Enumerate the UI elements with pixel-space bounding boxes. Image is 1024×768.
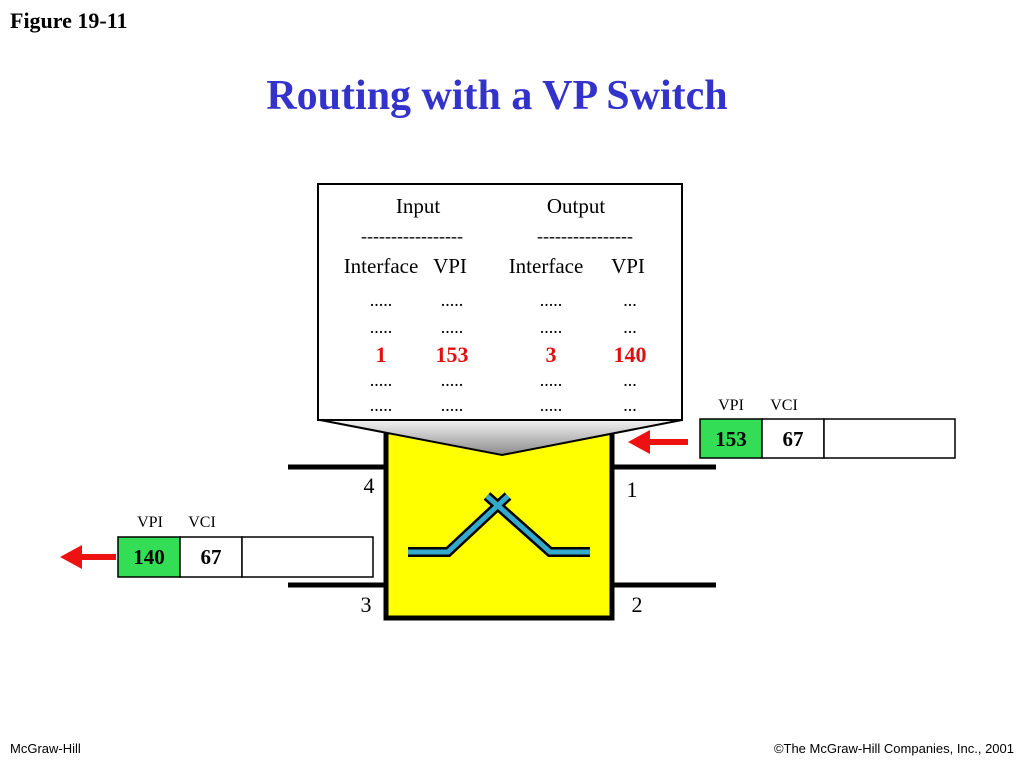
table-cell-out-vpi: ... [623, 317, 637, 337]
outgoing-vci-value: 67 [201, 545, 222, 569]
switch-crossing-paths [408, 492, 590, 557]
incoming-vci-field [761, 418, 825, 459]
table-callout-pointer [319, 419, 683, 457]
table-cell-out-interface: ..... [540, 395, 563, 415]
port-label-4: 4 [364, 473, 375, 498]
table-subheader-in-interface: Interface [344, 254, 419, 278]
incoming-vpi-field [699, 418, 763, 459]
outgoing-payload-field [241, 536, 374, 578]
table-cell-out-interface: ..... [540, 370, 563, 390]
table-subheader-out-interface: Interface [509, 254, 584, 278]
page-title: Routing with a VP Switch [266, 73, 728, 119]
table-divider-output: ---------------- [537, 226, 633, 246]
incoming-cell: VPI VCI 153 67 [699, 397, 956, 459]
table-cell-in-interface: ..... [370, 317, 393, 337]
outgoing-vpi-value: 140 [133, 545, 165, 569]
routing-table-box [317, 183, 683, 421]
table-subheader-out-vpi: VPI [611, 254, 645, 278]
port-label-1: 1 [627, 477, 638, 502]
incoming-vpi-label: VPI [718, 397, 744, 414]
figure-label: Figure 19-11 [10, 8, 128, 33]
table-cell-out-vpi: ... [623, 370, 637, 390]
port-label-3: 3 [361, 592, 372, 617]
incoming-vpi-value: 153 [715, 427, 747, 451]
table-cell-out-interface: ..... [540, 317, 563, 337]
incoming-vci-label: VCI [770, 397, 798, 414]
table-header-output: Output [547, 194, 606, 218]
incoming-arrow-icon [628, 430, 688, 454]
table-cell-in-interface: 1 [376, 342, 387, 367]
port-label-2: 2 [632, 592, 643, 617]
table-cell-in-vpi: ..... [441, 370, 464, 390]
outgoing-cell: VPI VCI 140 67 [117, 514, 374, 578]
table-cell-in-vpi: ..... [441, 395, 464, 415]
table-cell-in-interface: ..... [370, 395, 393, 415]
routing-table: Input Output ----------------- ---------… [344, 194, 647, 415]
table-cell-in-interface: ..... [370, 290, 393, 310]
outgoing-vpi-label: VPI [137, 514, 163, 531]
incoming-payload-field [823, 418, 956, 459]
table-header-input: Input [396, 194, 440, 218]
table-cell-out-vpi: ... [623, 395, 637, 415]
incoming-vci-value: 67 [783, 427, 804, 451]
table-cell-out-interface: 3 [546, 342, 557, 367]
table-cell-in-vpi: ..... [441, 317, 464, 337]
vp-switch-box [383, 429, 615, 621]
table-cell-out-vpi: ... [623, 290, 637, 310]
table-cell-in-vpi: 153 [436, 342, 469, 367]
outgoing-vci-label: VCI [188, 514, 216, 531]
table-cell-out-interface: ..... [540, 290, 563, 310]
outgoing-vpi-field [117, 536, 181, 578]
footer-publisher: McGraw-Hill [10, 741, 81, 756]
table-cell-out-vpi: 140 [614, 342, 647, 367]
table-divider-input: ----------------- [361, 226, 463, 246]
table-subheader-in-vpi: VPI [433, 254, 467, 278]
outgoing-arrow-icon [60, 545, 116, 569]
table-rows: .................................... 1 153… [370, 290, 647, 415]
table-cell-in-vpi: ..... [441, 290, 464, 310]
table-cell-in-interface: ..... [370, 370, 393, 390]
footer-copyright: ©The McGraw-Hill Companies, Inc., 2001 [773, 741, 1014, 756]
